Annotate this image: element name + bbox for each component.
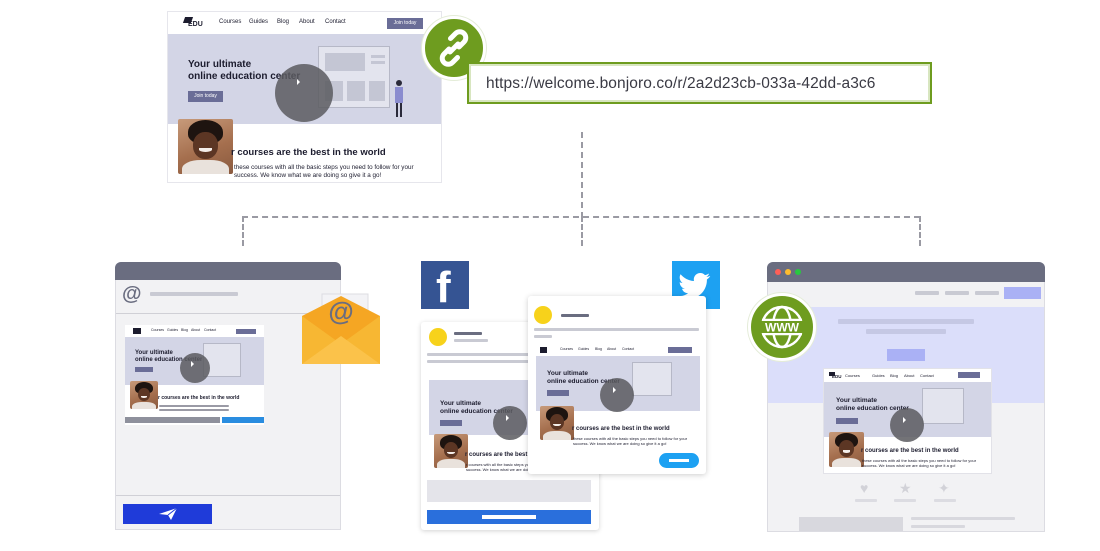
site-section-text: these courses with all the basic steps y… [862,458,977,468]
top-landing-preview: EDU Courses Guides Blog About Contact Jo… [168,12,441,182]
heart-icon: ♥ [860,480,869,496]
fb-post-avatar [429,328,447,346]
www-label: WWW [765,321,800,335]
tw-post-hero-title: Your ultimate online education center [547,370,620,385]
email-subject-placeholder [150,292,238,296]
tw-play-button-icon[interactable] [600,378,634,412]
window-maximize-dot[interactable] [795,269,801,275]
browser-titlebar [767,262,1045,282]
section-title: r courses are the best in the world [231,147,386,158]
email-play-button-icon[interactable] [180,353,210,383]
tw-post-section-text: these courses with all the basic steps y… [573,436,688,446]
email-mini-hero-title: Your ultimate online education center [135,350,203,363]
email-divider [116,313,340,314]
fb-share-button[interactable] [427,510,591,524]
star-icon: ★ [899,480,912,496]
connector-email [242,216,244,246]
site-section-title: r courses are the best in the world [861,448,959,454]
sparkle-icon: ✦ [938,480,950,496]
site-hero-button[interactable] [887,349,925,361]
hero-join-button[interactable]: Join today [188,91,223,102]
email-blue-strip [222,417,264,423]
site-footer-block [799,517,903,531]
nav-guides[interactable]: Guides [249,19,269,25]
site-nav-about[interactable]: About [904,373,915,378]
video-link-field[interactable]: https://welcome.bonjoro.co/r/2a2d23cb-03… [467,62,932,104]
section-text: these courses with all the basic steps y… [234,164,414,179]
browser-window: EDU Courses Guides Blog About Contact Yo… [767,262,1045,532]
window-close-dot[interactable] [775,269,781,275]
at-sign-icon: @ [122,283,142,305]
top-nav: EDU Courses Guides Blog About Contact Jo… [168,12,441,34]
envelope-at-icon: @ [302,286,380,364]
teacher-figure-illustration [394,80,404,118]
chain-link-icon[interactable] [422,16,486,80]
fb-post-comment-placeholder [427,480,591,502]
paper-plane-icon [159,507,178,520]
connector-social [581,216,583,246]
tw-reply-button[interactable] [659,453,699,468]
nav-contact[interactable]: Contact [325,19,346,25]
email-mini-section-title: r courses are the best in the world [158,395,240,401]
site-nav-contact[interactable]: Contact [920,373,934,378]
site-presenter-avatar [829,432,864,467]
tw-post-avatar [534,306,552,324]
whiteboard-illustration [318,46,390,108]
facebook-logo-icon[interactable]: f [421,261,469,310]
site-nav-courses[interactable]: Courses [845,373,860,378]
email-presenter-avatar [130,381,158,409]
hero-title: Your ultimate online education center [188,59,301,82]
email-titlebar [115,262,341,280]
tw-post-section-title: r courses are the best in the world [572,426,670,432]
site-hero-title: Your ultimate online education center [836,397,909,412]
nav-about[interactable]: About [299,19,315,25]
www-globe-icon: WWW [748,293,816,361]
site-brand-text: EDU [832,374,842,379]
site-nav-placeholder [915,291,939,295]
fb-post-section-title: r courses are the best in the world [465,452,563,458]
brand-text: EDU [188,21,203,28]
top-hero: Your ultimate online education center Jo… [168,34,441,124]
play-button-icon[interactable] [275,64,333,122]
email-grey-strip [125,417,220,423]
tw-presenter-avatar [540,406,574,440]
site-nav-blog[interactable]: Blog [890,373,899,378]
fb-presenter-avatar [434,434,468,468]
connector-trunk [581,132,583,218]
window-minimize-dot[interactable] [785,269,791,275]
presenter-avatar [178,119,233,174]
svg-text:@: @ [328,296,353,326]
edu-logo: EDU [182,17,204,30]
site-nav-guides[interactable]: Guides [872,373,885,378]
email-footer-divider [116,495,340,496]
fb-play-button-icon[interactable] [493,406,527,440]
connector-web [919,216,921,246]
site-embedded-video: EDU Courses Guides Blog About Contact Yo… [824,369,991,473]
fb-post-section-text: r courses with all the basic steps you n… [466,462,572,472]
join-today-nav-button[interactable]: Join today [387,18,423,29]
nav-courses[interactable]: Courses [219,19,242,25]
send-email-button[interactable] [123,504,212,524]
site-play-button-icon[interactable] [890,408,924,442]
site-nav-cta[interactable] [1004,287,1041,299]
fb-post-hero-title: Your ultimate online education center [440,400,513,415]
nav-blog[interactable]: Blog [277,19,290,25]
video-link-url: https://welcome.bonjoro.co/r/2a2d23cb-03… [486,75,876,92]
